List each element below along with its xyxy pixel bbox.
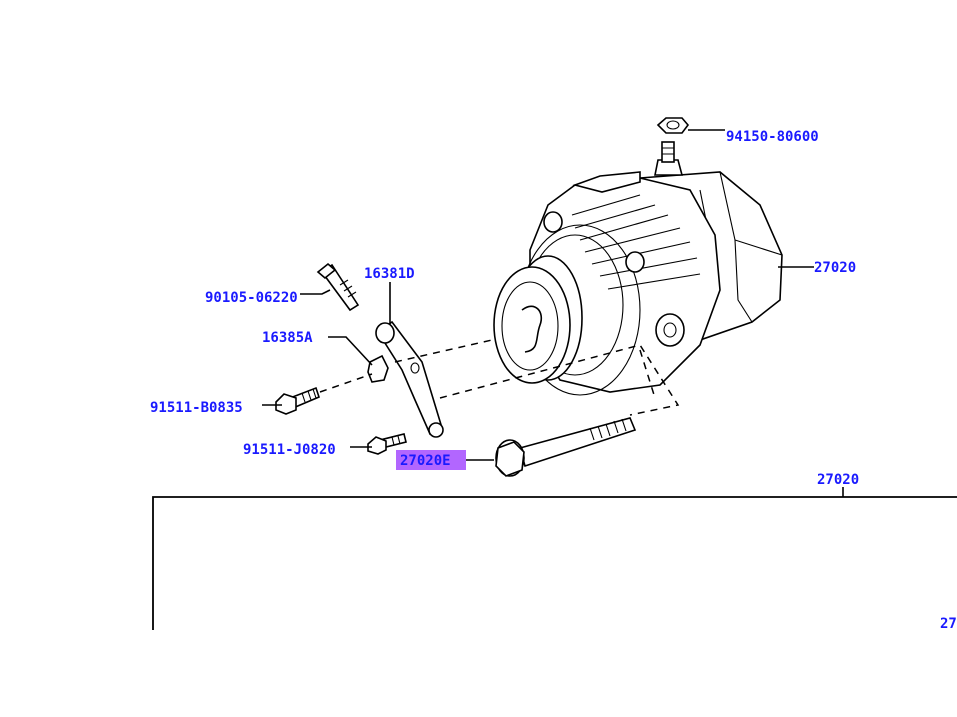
callout-27020-panel[interactable]: 27020 [817, 472, 859, 488]
bolt-91511-B-drawing [275, 386, 320, 415]
through-bolt-drawing [495, 417, 637, 477]
callout-27-cut[interactable]: 27 [940, 616, 957, 632]
alternator-drawing [493, 117, 783, 396]
callout-27020E[interactable]: 27020E [400, 453, 451, 469]
callout-90105-06220[interactable]: 90105-06220 [205, 290, 298, 306]
callout-94150-80600[interactable]: 94150-80600 [726, 129, 819, 145]
bolt-90105-drawing [316, 262, 360, 312]
callout-highlight [396, 450, 466, 470]
callout-16385A[interactable]: 16385A [262, 330, 313, 346]
callout-91511-J0820[interactable]: 91511-J0820 [243, 442, 336, 458]
callout-27020-alternator[interactable]: 27020 [814, 260, 856, 276]
assembly-dashed-lines [319, 339, 680, 416]
adjusting-bar-drawing [375, 320, 444, 438]
bolt-91511-J-drawing [367, 433, 407, 455]
callout-91511-B0835[interactable]: 91511-B0835 [150, 400, 243, 416]
callout-16381D[interactable]: 16381D [364, 266, 415, 282]
nut-16385A-drawing [367, 354, 389, 383]
lower-panel-frame [152, 496, 957, 630]
leader-lines [262, 129, 844, 497]
